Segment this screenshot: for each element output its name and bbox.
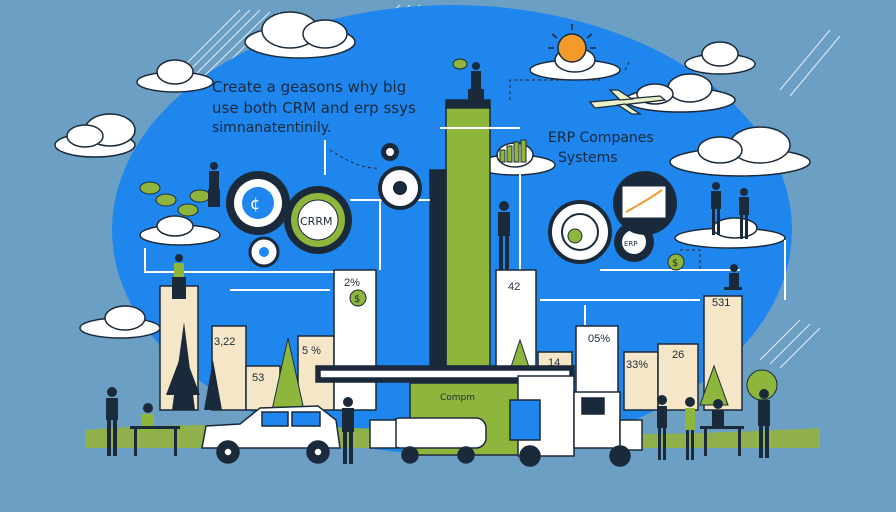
person-icon xyxy=(711,182,721,235)
sun-icon xyxy=(548,24,596,63)
cloud-icon xyxy=(669,126,811,177)
person-icon xyxy=(172,254,186,299)
erp-heading-line-1: ERP Companes xyxy=(548,130,654,146)
tree-icon xyxy=(166,322,222,410)
erp-heading: ERP Companes Systems xyxy=(548,130,654,166)
person-icon xyxy=(724,264,742,290)
dashed-lines xyxy=(329,59,701,270)
tree-icon xyxy=(271,337,778,411)
person-icon xyxy=(758,389,770,458)
dollar-icon: $ xyxy=(667,253,685,271)
svg-text:¢: ¢ xyxy=(250,194,260,213)
bar-label: 5 % xyxy=(302,345,321,357)
erp-heading-line-2: Systems xyxy=(558,150,618,166)
plant-icon xyxy=(139,58,468,217)
cloud-icon xyxy=(136,59,214,93)
crm-gear-label: CRRM xyxy=(300,215,332,228)
gear-icon xyxy=(548,200,612,264)
cloud-icon xyxy=(244,11,356,59)
pipe xyxy=(315,365,575,383)
airplane-icon xyxy=(588,89,667,115)
gear-icon xyxy=(378,166,422,210)
dollar-icon: $ xyxy=(349,289,367,307)
bar-label: 26 xyxy=(672,349,684,361)
cloud-icon xyxy=(684,41,756,75)
cloud-icon xyxy=(79,305,161,339)
bar-labels: 3,22 53 5 % 2% 42 14 05% 33% 26 531 xyxy=(214,277,730,384)
person-icon xyxy=(468,62,484,105)
bar-label: 531 xyxy=(712,297,730,309)
truck-label: Compm xyxy=(440,393,475,403)
headline-line-3: simnanatentinily. xyxy=(212,120,331,136)
gear-icon xyxy=(248,236,280,268)
headline-line-2: use both CRM and erp ssys xyxy=(212,99,416,117)
gear-icon: ¢ xyxy=(226,171,290,235)
person-icon xyxy=(739,188,749,239)
bar-label: 05% xyxy=(588,333,610,345)
gear-icon xyxy=(381,143,399,161)
chart-icon xyxy=(499,139,527,163)
bar-label: 42 xyxy=(508,281,520,293)
person-icon xyxy=(498,201,510,270)
person-icon xyxy=(342,397,354,464)
cloud-icon xyxy=(139,215,221,246)
headline-line-1: Create a geasons why big xyxy=(212,78,406,96)
person-icon xyxy=(657,395,667,460)
svg-text:$: $ xyxy=(672,258,678,269)
clouds xyxy=(54,11,811,339)
bar-label: 2% xyxy=(344,277,360,289)
tank-truck-icon xyxy=(369,417,487,464)
gear-icon: CRRM xyxy=(284,186,352,254)
headline: Create a geasons why big use both CRM an… xyxy=(212,78,416,136)
person-icon xyxy=(106,387,118,456)
person-icon xyxy=(700,399,744,456)
cloud-icon xyxy=(54,113,136,158)
erp-gear-label: ERP xyxy=(624,240,638,248)
bar-label: 3,22 xyxy=(214,336,235,348)
bar-label: 53 xyxy=(252,372,264,384)
people xyxy=(106,62,770,464)
person-icon xyxy=(208,162,220,207)
gear-icon xyxy=(613,171,677,235)
person-icon xyxy=(130,403,180,456)
person-icon xyxy=(685,397,695,460)
svg-text:$: $ xyxy=(354,294,360,305)
car-icon xyxy=(201,405,341,464)
bar-label: 33% xyxy=(626,359,648,371)
